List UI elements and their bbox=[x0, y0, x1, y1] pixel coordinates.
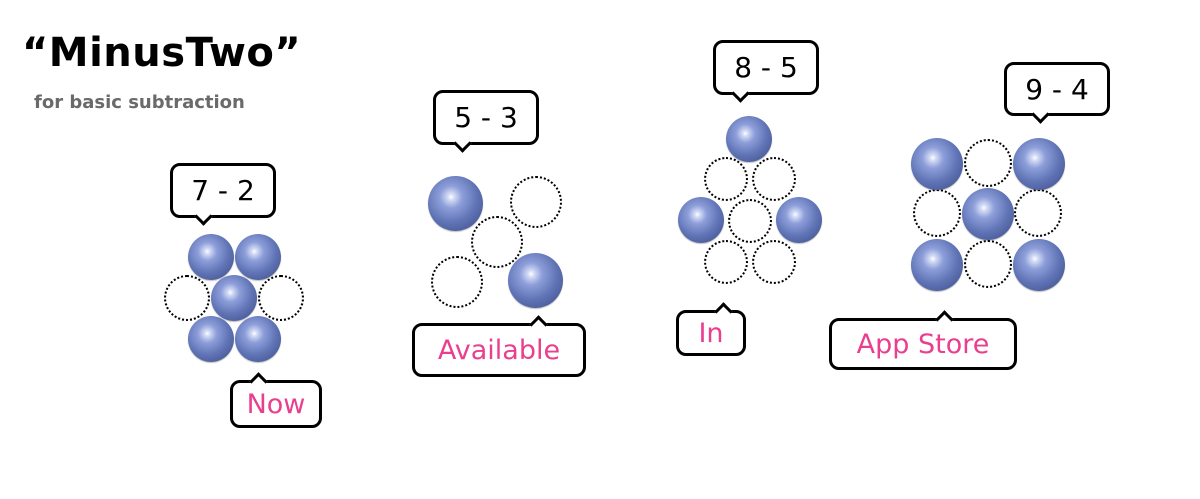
caption-text-2: Available bbox=[437, 334, 561, 366]
expression-text-1: 7 - 2 bbox=[191, 174, 255, 207]
caption-bubble-2: Available bbox=[412, 315, 586, 377]
empty-slot bbox=[431, 256, 483, 308]
expression-bubble-4: 9 - 4 bbox=[1004, 62, 1110, 124]
ball bbox=[776, 197, 822, 243]
empty-slot bbox=[704, 157, 748, 201]
empty-slot bbox=[728, 199, 772, 243]
expression-text-2: 5 - 3 bbox=[454, 101, 518, 134]
ball bbox=[1013, 138, 1065, 190]
ball bbox=[235, 234, 281, 280]
empty-slot bbox=[258, 275, 304, 321]
ball bbox=[188, 316, 234, 362]
caption-bubble-3: In bbox=[676, 302, 746, 356]
caption-text-4: App Store bbox=[856, 328, 990, 360]
ball bbox=[726, 116, 772, 162]
expression-text-3: 8 - 5 bbox=[734, 51, 798, 84]
empty-slot bbox=[752, 240, 796, 284]
ball bbox=[678, 197, 724, 243]
empty-slot bbox=[1014, 189, 1062, 237]
expression-text-4: 9 - 4 bbox=[1025, 72, 1089, 106]
empty-slot bbox=[704, 240, 748, 284]
app-title: “MinusTwo” bbox=[22, 30, 302, 76]
empty-slot bbox=[752, 157, 796, 201]
caption-text-1: Now bbox=[246, 388, 306, 420]
ball bbox=[235, 316, 281, 362]
ball bbox=[508, 253, 563, 308]
ball bbox=[188, 234, 234, 280]
caption-text-3: In bbox=[698, 317, 724, 349]
empty-slot bbox=[913, 189, 961, 237]
empty-slot bbox=[964, 240, 1012, 288]
ball bbox=[428, 176, 483, 231]
caption-bubble-1: Now bbox=[230, 372, 322, 428]
empty-slot bbox=[964, 139, 1012, 187]
empty-slot bbox=[164, 275, 210, 321]
ball bbox=[911, 239, 963, 291]
empty-slot bbox=[510, 176, 562, 228]
ball bbox=[1013, 239, 1065, 291]
expression-bubble-1: 7 - 2 bbox=[170, 163, 276, 226]
expression-bubble-3: 8 - 5 bbox=[713, 40, 819, 103]
app-subtitle: for basic subtraction bbox=[34, 92, 245, 113]
ball bbox=[211, 275, 257, 321]
ball bbox=[962, 188, 1014, 240]
caption-bubble-4: App Store bbox=[829, 310, 1017, 370]
ball bbox=[911, 138, 963, 190]
expression-bubble-2: 5 - 3 bbox=[433, 90, 539, 153]
empty-slot bbox=[471, 216, 523, 268]
